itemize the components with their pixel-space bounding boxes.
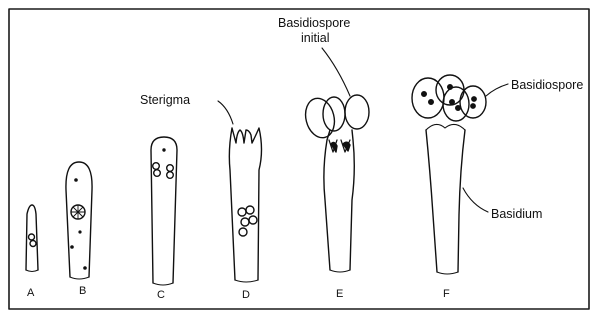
stage-c-drawing [151, 137, 177, 285]
basidium-label: Basidium [491, 207, 542, 221]
stage-b-drawing [66, 162, 92, 279]
stage-a-drawing [26, 205, 38, 272]
basidiospore-label: Basidiospore [511, 78, 583, 92]
stage-label-f: F [443, 288, 450, 300]
stage-d-drawing [218, 101, 262, 282]
basidiospore-initial-label-line2: initial [301, 31, 330, 45]
stage-label-e: E [336, 288, 343, 300]
sterigma-label: Sterigma [140, 93, 190, 107]
stage-e-drawing [302, 48, 369, 272]
stage-label-d: D [242, 289, 250, 301]
basidiospore-initial-label-line1: Basidiospore [278, 16, 350, 30]
stage-f-drawing [412, 75, 508, 274]
stage-label-c: C [157, 289, 165, 301]
stage-label-a: A [27, 287, 35, 299]
stage-label-b: B [79, 285, 86, 297]
figure-frame [9, 9, 589, 309]
